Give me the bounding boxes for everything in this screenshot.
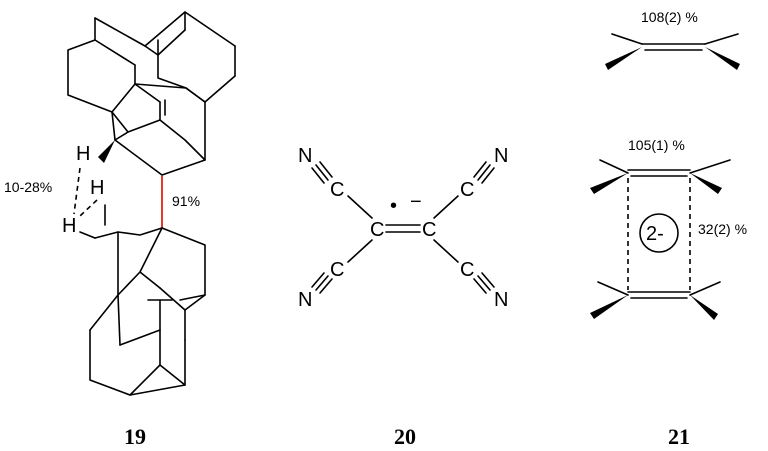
tcne-bonds <box>311 161 495 294</box>
triple-bond-ur <box>473 161 495 184</box>
compound-21: 108(2) % 105(1) % 32(2) % 2- <box>590 9 747 449</box>
h-atom-upper: H <box>76 143 90 165</box>
upper-h-wedge <box>98 140 115 163</box>
compound-19-label: 19 <box>124 424 146 449</box>
dimer-charge: 2- <box>646 223 664 245</box>
dimer-lower-alkene <box>590 281 721 320</box>
wedge-dimer-ul <box>590 173 628 194</box>
nitrile-carbon-lr: C <box>460 259 474 281</box>
charge-circle <box>639 213 679 253</box>
wedge-dimer-ur <box>690 173 722 194</box>
h-atom-middle: H <box>90 177 104 199</box>
carbon-right: C <box>422 219 436 241</box>
wedge-dimer-lr <box>690 295 718 320</box>
wedge-top-right <box>705 47 740 70</box>
nitrogen-ur: N <box>494 145 508 167</box>
radical-dot: • <box>390 195 397 217</box>
nitrile-carbon-ul: C <box>330 179 344 201</box>
hh-contact-dash-1 <box>73 167 81 215</box>
compound-20: C C C N C N C N C N • − 20 <box>298 145 508 449</box>
nitrogen-ul: N <box>298 145 312 167</box>
upper-cage-skeleton <box>67 11 236 176</box>
top-alkene <box>605 33 740 70</box>
h-atom-lower: H <box>62 215 76 237</box>
nitrile-carbon-ll: C <box>330 259 344 281</box>
triple-bond-lr <box>473 272 495 294</box>
compound-21-label: 21 <box>668 424 690 449</box>
anion-charge: − <box>410 191 422 213</box>
hh-contact-range: 10-28% <box>4 179 52 195</box>
nitrogen-ll: N <box>298 289 312 311</box>
triple-bond-ll <box>311 272 333 294</box>
dimer-upper-percent: 105(1) % <box>628 137 685 153</box>
compound-19: H H H 10-28% 91% 19 <box>4 11 236 449</box>
nitrogen-lr: N <box>494 289 508 311</box>
compound-20-label: 20 <box>394 424 416 449</box>
top-bond-percent: 108(2) % <box>641 9 698 25</box>
triple-bond-ul <box>311 161 333 184</box>
hh-contact-dash-2 <box>79 199 98 217</box>
wedge-top-left <box>605 47 642 70</box>
dimer-side-percent: 32(2) % <box>698 221 747 237</box>
dimer-upper-alkene <box>590 159 731 194</box>
lower-cage-skeleton <box>79 204 206 396</box>
cc-bond-percent: 91% <box>172 193 200 209</box>
carbon-left: C <box>370 219 384 241</box>
nitrile-carbon-ur: C <box>460 179 474 201</box>
wedge-dimer-ll <box>590 295 628 319</box>
